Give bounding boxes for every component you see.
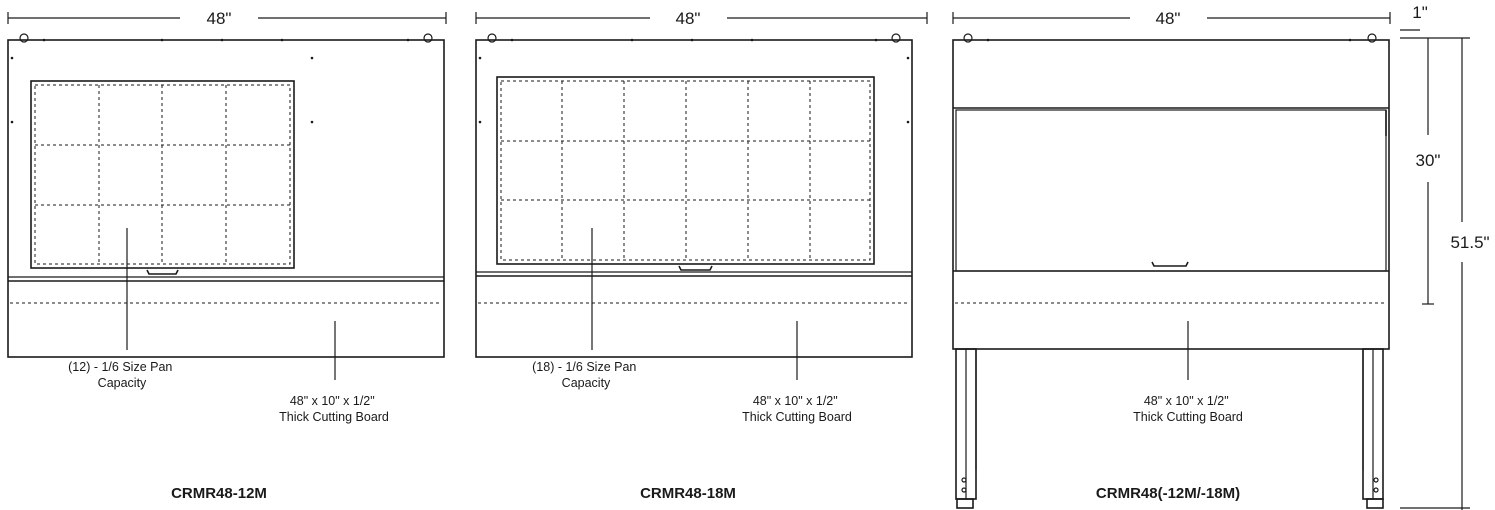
handle-icon: [678, 265, 713, 271]
pan-note: (12) - 1/6 Size Pan Capacity: [68, 360, 176, 390]
leg-left: [955, 348, 977, 509]
width-label: 48": [1156, 9, 1181, 28]
cabinet-front: [952, 33, 1390, 350]
width-label: 48": [676, 9, 701, 28]
board-note: 48" x 10" x 1/2" Thick Cutting Board: [742, 394, 852, 424]
model-title: CRMR48-18M: [640, 485, 736, 502]
height-total-label: 51.5": [1450, 233, 1489, 252]
width-dimension-1: 48": [7, 9, 447, 28]
depth-label: 1": [1412, 3, 1428, 22]
board-note: 48" x 10" x 1/2" Thick Cutting Board: [1133, 394, 1243, 424]
pan-grid-18: [496, 76, 875, 265]
pan-grid-12: [30, 80, 295, 269]
cabinet-outline-1: [7, 33, 445, 358]
board-note: 48" x 10" x 1/2" Thick Cutting Board: [279, 394, 389, 424]
width-dimension-2: 48": [475, 9, 928, 28]
leg-right: [1362, 348, 1384, 509]
width-label: 48": [207, 9, 232, 28]
view-crmr48-12m: 48": [7, 9, 447, 502]
view-crmr48-18m: 48": [475, 9, 928, 502]
handle-icon: [1151, 261, 1189, 267]
handle-icon: [146, 269, 179, 275]
height-top-label: 30": [1416, 151, 1441, 170]
model-title: CRMR48(-12M/-18M): [1096, 485, 1240, 502]
side-dimensions: 1" 30" 51.5": [1400, 3, 1490, 510]
model-title: CRMR48-12M: [171, 485, 267, 502]
cabinet-outline-2: [475, 33, 913, 358]
view-crmr48-front: 48" 1" 30" 51.5": [952, 3, 1490, 510]
width-dimension-3: 48": [952, 9, 1391, 28]
pan-note: (18) - 1/6 Size Pan Capacity: [532, 360, 640, 390]
